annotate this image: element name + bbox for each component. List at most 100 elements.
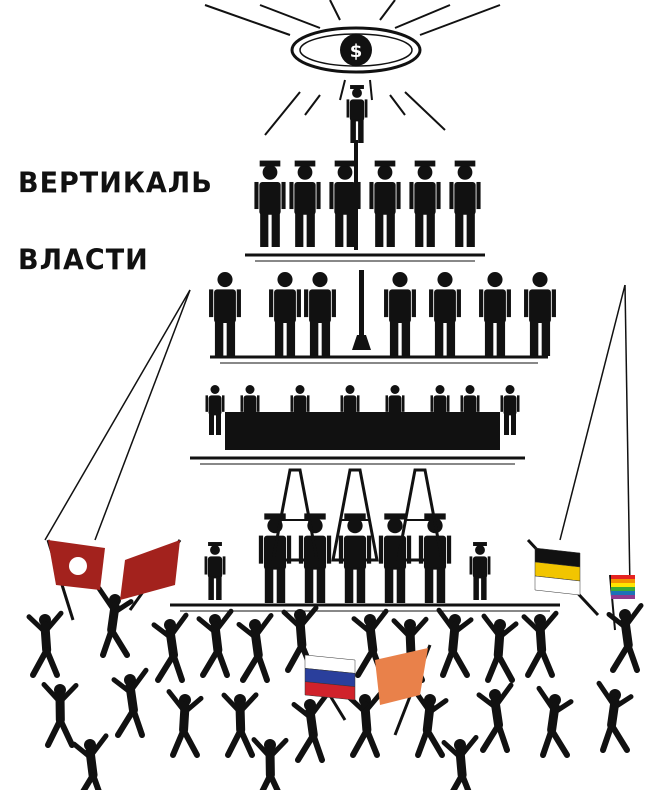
torso [454, 181, 476, 215]
arm [476, 692, 498, 710]
rainbow-flag [611, 575, 635, 579]
leg [436, 567, 446, 603]
leg [216, 414, 221, 435]
crowd-figure [71, 733, 109, 790]
leg [264, 567, 274, 603]
flag-emblem [69, 557, 87, 575]
official-figure [329, 160, 361, 247]
crowd-figure [441, 734, 479, 790]
oil-derrick [396, 468, 444, 562]
crowd-figure [521, 610, 559, 678]
arm [537, 610, 559, 635]
torso [374, 181, 396, 215]
leg [180, 727, 200, 758]
arm [236, 621, 258, 640]
crowd-figure [346, 690, 384, 758]
arm [96, 585, 118, 615]
arm [258, 535, 264, 564]
arm [331, 289, 336, 318]
cable-line [44, 289, 191, 541]
caption-line-1: ВЕРТИКАЛЬ [18, 167, 213, 200]
arm [551, 289, 556, 318]
banquet-guest [500, 385, 520, 435]
crowd-figure [41, 682, 79, 748]
head [417, 165, 433, 180]
leg [389, 320, 399, 356]
crowd-figure [436, 607, 474, 678]
official-figure [449, 160, 481, 247]
arm [281, 609, 303, 630]
leg [449, 647, 470, 678]
arm [492, 682, 514, 710]
leg [375, 212, 384, 247]
leg [226, 320, 236, 356]
head [465, 385, 475, 394]
torso [472, 556, 488, 579]
leg [600, 722, 615, 753]
arm [391, 618, 413, 640]
rainbow-flag [611, 591, 635, 595]
rainbow-flag [611, 583, 635, 587]
arm [449, 181, 454, 210]
arm [430, 395, 433, 412]
arm [167, 612, 189, 640]
torso [434, 289, 456, 323]
torso [243, 395, 257, 416]
arm [402, 395, 405, 412]
arm [596, 680, 618, 710]
head [435, 385, 445, 394]
leg [316, 567, 326, 603]
arm [357, 395, 360, 412]
hat [344, 513, 366, 520]
arm [251, 737, 273, 760]
head [295, 385, 305, 394]
head [390, 385, 400, 394]
leg [396, 567, 406, 603]
arm [307, 395, 310, 412]
head [387, 518, 403, 534]
crowd-figure [476, 682, 514, 753]
arm [127, 667, 149, 695]
arm [304, 289, 309, 318]
leg [286, 320, 296, 356]
arm [254, 181, 259, 210]
arm [221, 692, 243, 715]
elite-figure [429, 272, 461, 356]
leg [295, 732, 317, 763]
arm [326, 535, 332, 564]
leg [276, 567, 286, 603]
leg [209, 414, 214, 435]
torso [529, 289, 551, 323]
arm [26, 614, 48, 635]
arm [418, 535, 424, 564]
arm [87, 733, 109, 760]
props [44, 140, 635, 736]
rainbow-flag [611, 587, 635, 591]
leg [346, 212, 355, 247]
leg [43, 647, 60, 678]
dollar-sign: $ [350, 41, 363, 62]
leg [434, 320, 444, 356]
leg [115, 707, 137, 738]
torso [208, 395, 222, 416]
leg [100, 627, 115, 658]
torso [294, 181, 316, 215]
arm [362, 690, 384, 715]
arm [409, 181, 414, 210]
ray-line [404, 91, 446, 131]
russian-flag [304, 681, 356, 701]
arm [57, 682, 79, 705]
head [210, 545, 220, 555]
leg [344, 567, 354, 603]
torso [309, 289, 331, 323]
arm [479, 289, 484, 318]
arm [497, 621, 519, 640]
ray-line [204, 4, 291, 36]
rainbow-flag [611, 595, 635, 599]
leg [496, 320, 506, 356]
leader-pole [354, 140, 358, 250]
leg [30, 647, 50, 678]
ray-line [329, 0, 341, 21]
arm [469, 556, 473, 575]
arm [196, 616, 218, 635]
